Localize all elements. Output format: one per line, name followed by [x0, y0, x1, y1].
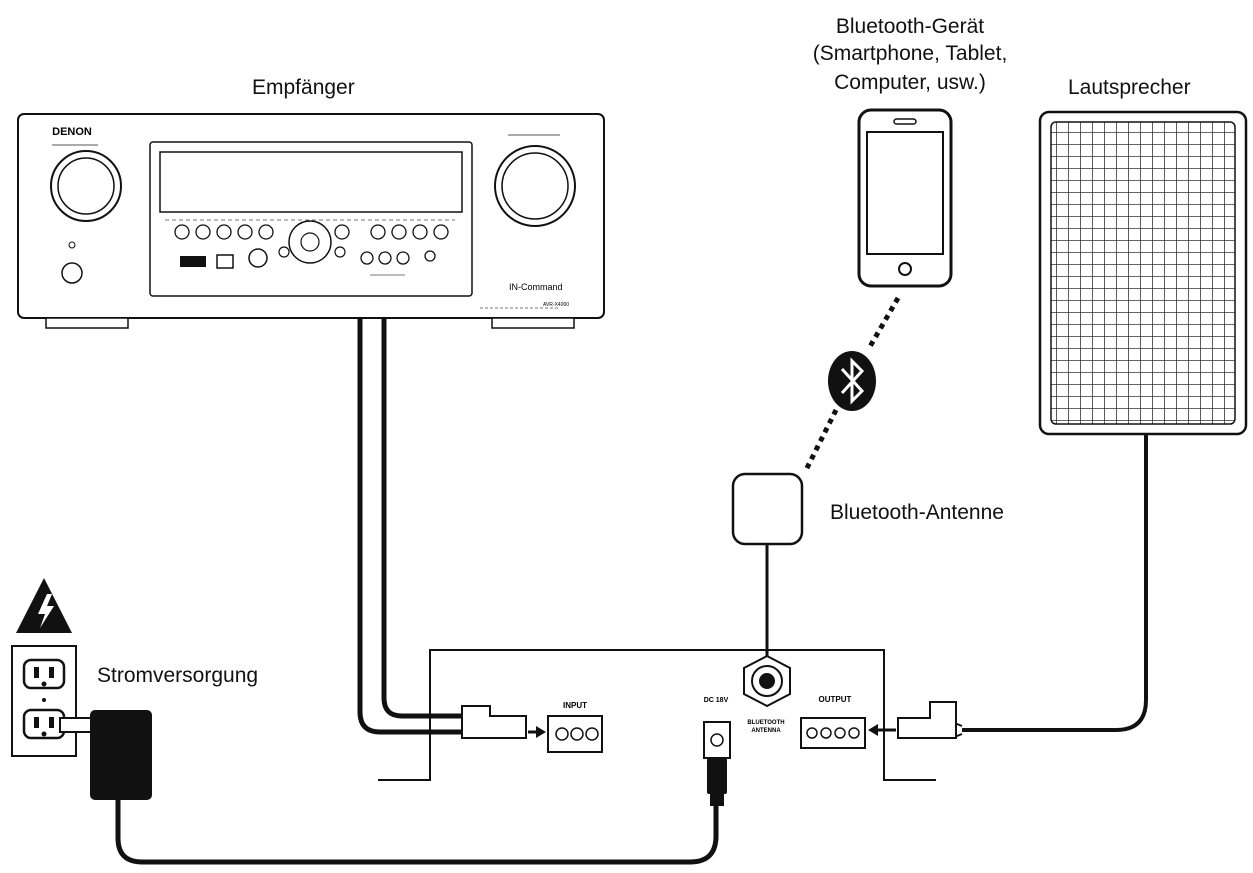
dc-in-label: DC 18V	[704, 697, 729, 704]
receiver-model: AVR-X4000	[543, 302, 569, 308]
receiver-brand: DENON	[52, 126, 92, 138]
amplifier: INPUT DC 18V BLUETOOTH ANTENNA OUTPUT	[378, 649, 936, 781]
bt-device-label-1: Bluetooth-Gerät	[835, 15, 985, 38]
bt-device-label-3: Computer, usw.)	[834, 71, 986, 94]
speaker	[1038, 110, 1248, 436]
power-button	[61, 262, 83, 284]
speaker-wire-out	[962, 434, 1148, 732]
warning-icon	[16, 578, 72, 633]
bluetooth-link	[803, 296, 901, 472]
wall-outlet-icon	[11, 645, 99, 757]
power-supply-label: Stromversorgung	[97, 664, 259, 687]
receiver: DENON	[17, 113, 605, 329]
input-label: INPUT	[563, 701, 587, 710]
bluetooth-icon	[828, 351, 876, 411]
bt-port-label-1: BLUETOOTH	[747, 720, 784, 726]
bluetooth-antenna	[731, 472, 804, 662]
receiver-label: Empfänger	[252, 76, 355, 99]
power-cable	[115, 800, 719, 865]
dc-plug	[707, 758, 727, 806]
bt-antenna-label: Bluetooth-Antenne	[830, 501, 1004, 524]
smartphone	[857, 108, 953, 288]
display-window	[159, 151, 463, 213]
speaker-label: Lautsprecher	[1068, 76, 1191, 99]
bt-device-label-2: (Smartphone, Tablet,	[812, 42, 1008, 65]
bt-port-label-2: ANTENNA	[751, 728, 781, 734]
input-plug	[461, 705, 546, 739]
speaker-wire-in	[357, 318, 462, 735]
receiver-logo: IN-Command	[509, 282, 563, 292]
output-label: OUTPUT	[819, 695, 852, 704]
output-plug	[868, 701, 957, 739]
power-adapter-icon	[90, 710, 152, 800]
